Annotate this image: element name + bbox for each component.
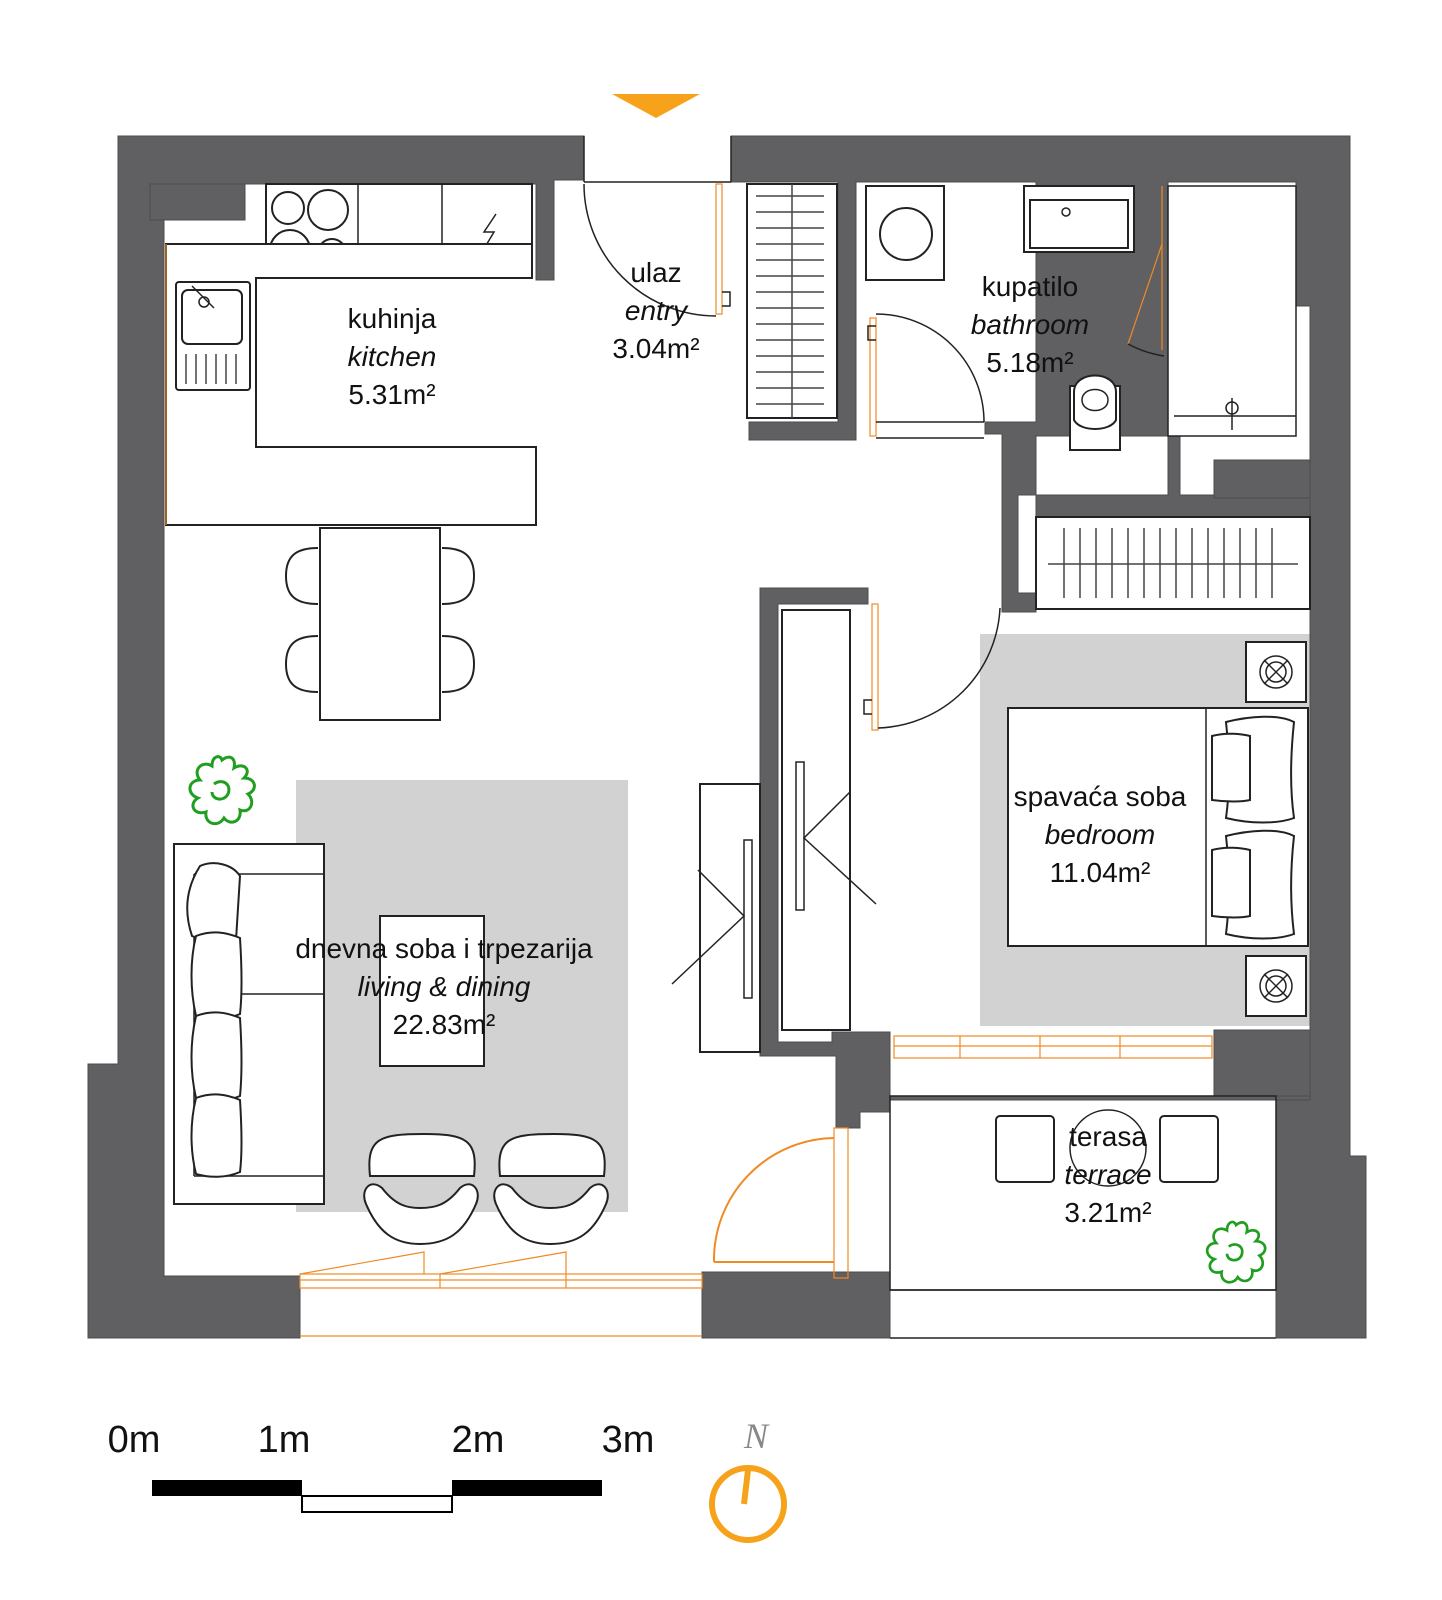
dining-table xyxy=(284,527,476,721)
toilet-icon xyxy=(1069,374,1121,451)
plant-icon xyxy=(1205,1220,1267,1284)
compass-icon: N xyxy=(709,1416,787,1543)
walls xyxy=(87,135,1367,1339)
storage-cabinet xyxy=(781,609,877,1031)
terrace-area: 3.21m² xyxy=(1064,1197,1151,1228)
washbasin xyxy=(1023,185,1135,253)
armchair xyxy=(363,1132,479,1246)
bathroom-name-local: kupatilo xyxy=(982,271,1079,302)
bedroom-name-local: spavaća soba xyxy=(1014,781,1187,812)
shower xyxy=(1127,243,1296,430)
entry-name-en: entry xyxy=(625,295,689,326)
terrace-name-en: terrace xyxy=(1064,1159,1151,1190)
nightstand xyxy=(1245,955,1307,1017)
terrace-furniture xyxy=(889,1095,1277,1339)
armchair xyxy=(493,1132,609,1246)
scale-label-1: 1m xyxy=(258,1419,311,1461)
nightstand xyxy=(1245,641,1307,703)
washing-machine-icon xyxy=(865,185,945,281)
bedroom-area: 11.04m² xyxy=(1050,857,1151,888)
entry-name-local: ulaz xyxy=(630,257,681,288)
label-kitchen: kuhinja kitchen 5.31m² xyxy=(348,303,437,410)
kitchen-area: 5.31m² xyxy=(348,379,435,410)
lamp-icon xyxy=(1259,655,1293,689)
pillow xyxy=(1211,846,1251,919)
dining-chair xyxy=(284,547,319,605)
entry-arrow-icon xyxy=(612,94,700,118)
scale-label-0: 0m xyxy=(108,1419,161,1461)
bedroom-wardrobe xyxy=(1035,516,1311,610)
bathroom-fixtures xyxy=(865,185,1297,451)
plant-icon xyxy=(188,755,256,826)
bathroom-name-en: bathroom xyxy=(971,309,1089,340)
scale-label-2: 2m xyxy=(452,1419,505,1461)
pillow xyxy=(1211,732,1251,803)
tv-unit xyxy=(671,783,761,1053)
lamp-icon xyxy=(1259,969,1293,1003)
kitchen-counter xyxy=(165,183,537,526)
kitchen-name-en: kitchen xyxy=(348,341,437,372)
terrace-window xyxy=(893,1035,1213,1059)
bathroom-door xyxy=(867,313,985,439)
bedroom-door xyxy=(863,603,1001,731)
bathroom-area: 5.18m² xyxy=(986,347,1073,378)
label-entry: ulaz entry 3.04m² xyxy=(612,257,699,364)
label-terrace: terasa terrace 3.21m² xyxy=(1064,1121,1151,1228)
living-name-local: dnevna soba i trpezarija xyxy=(295,933,593,964)
cushion xyxy=(190,1011,243,1102)
entry-area: 3.04m² xyxy=(612,333,699,364)
cushion xyxy=(190,1093,243,1178)
scale-bar: 0m 1m 2m 3m xyxy=(108,1419,655,1513)
sink-icon xyxy=(175,281,251,391)
label-bathroom: kupatilo bathroom 5.18m² xyxy=(971,271,1089,378)
bed xyxy=(1007,641,1309,1017)
cushion xyxy=(186,862,242,943)
entry-door xyxy=(583,136,732,317)
living-area: 22.83m² xyxy=(393,1009,496,1040)
coffee-table xyxy=(379,915,485,1067)
bedroom-name-en: bedroom xyxy=(1045,819,1156,850)
label-living: dnevna soba i trpezarija living & dining… xyxy=(295,933,593,1040)
living-window xyxy=(299,1251,703,1337)
dining-chair xyxy=(441,547,476,605)
wardrobe xyxy=(746,183,838,419)
living-name-en: living & dining xyxy=(358,971,531,1002)
label-bedroom: spavaća soba bedroom 11.04m² xyxy=(1014,781,1187,888)
sofa xyxy=(173,843,325,1205)
terrace-door xyxy=(712,1127,849,1279)
dining-chair xyxy=(284,635,319,693)
dining-chair xyxy=(441,635,476,693)
scale-label-3: 3m xyxy=(602,1419,655,1461)
terrace-name-local: terasa xyxy=(1069,1121,1147,1152)
kitchen-name-local: kuhinja xyxy=(348,303,437,334)
compass-label: N xyxy=(743,1416,770,1456)
cushion xyxy=(190,931,243,1020)
